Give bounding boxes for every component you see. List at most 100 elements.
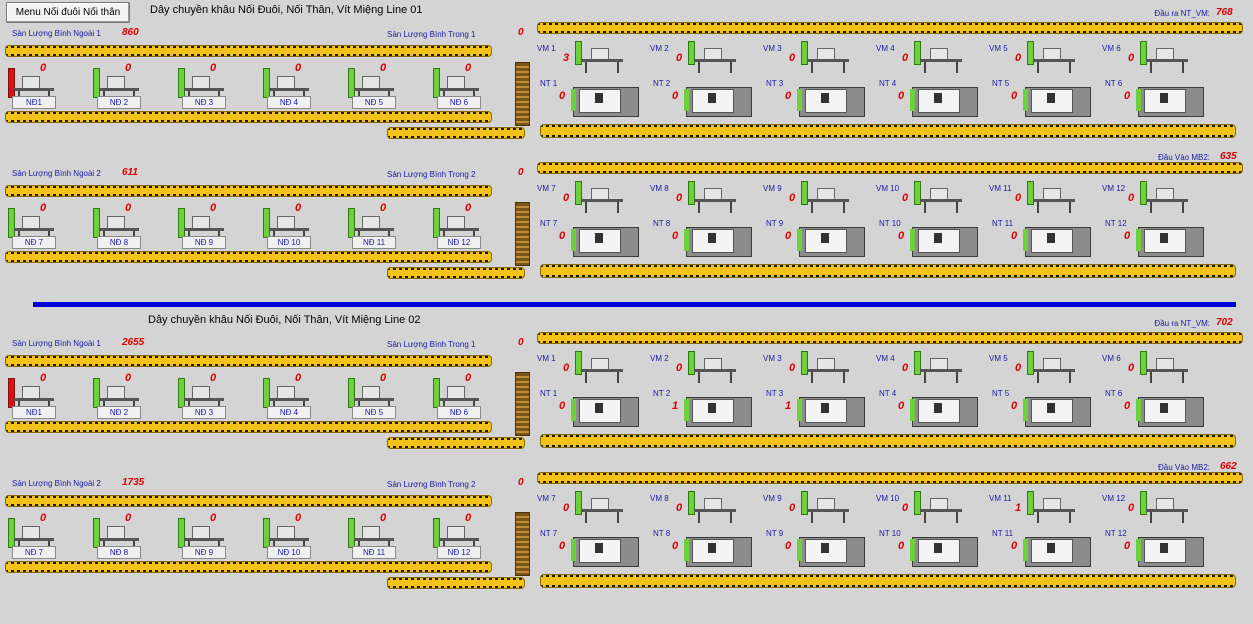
vm-machine[interactable] xyxy=(801,491,851,525)
machine-leg xyxy=(617,512,619,523)
nt-label: NT 4 xyxy=(879,79,897,88)
nt-machine[interactable] xyxy=(567,85,639,117)
nt-machine[interactable] xyxy=(567,225,639,257)
nd-machine[interactable]: NĐ 12 xyxy=(433,518,483,559)
nt-machine[interactable] xyxy=(793,395,865,427)
nt-label: NT 3 xyxy=(766,79,784,88)
nt-machine[interactable] xyxy=(1132,535,1204,567)
vm-counter: 0 xyxy=(563,362,570,374)
vm-machine[interactable] xyxy=(1027,181,1077,215)
vm-machine[interactable] xyxy=(1140,41,1190,75)
nd-machine[interactable]: NĐ 11 xyxy=(348,518,398,559)
nd-machine[interactable]: NĐ 11 xyxy=(348,208,398,249)
press-knob-icon xyxy=(595,543,603,553)
inner-output-value: 0 xyxy=(518,337,524,348)
nt-machine[interactable] xyxy=(1132,225,1204,257)
vm-machine[interactable] xyxy=(688,351,738,385)
nt-machine[interactable] xyxy=(793,535,865,567)
nt-label: NT 9 xyxy=(766,219,784,228)
vm-machine[interactable] xyxy=(914,351,964,385)
nd-machine[interactable]: NĐ 4 xyxy=(263,68,313,109)
nd-machine[interactable]: NĐ1 xyxy=(8,378,58,419)
status-post-icon xyxy=(688,181,695,205)
nt-machine[interactable] xyxy=(1019,535,1091,567)
nd-machine[interactable]: NĐ 5 xyxy=(348,68,398,109)
nt-machine[interactable] xyxy=(1132,85,1204,117)
nd-machine[interactable]: NĐ 3 xyxy=(178,68,228,109)
vm-machine[interactable] xyxy=(914,491,964,525)
nt-machine[interactable] xyxy=(793,225,865,257)
nt-machine[interactable] xyxy=(1019,395,1091,427)
nt-machine[interactable] xyxy=(906,225,978,257)
machine-leg xyxy=(956,372,958,383)
status-post-icon xyxy=(263,378,270,408)
nt-machine[interactable] xyxy=(793,85,865,117)
vm-machine[interactable] xyxy=(1027,41,1077,75)
nd-machine[interactable]: NĐ 2 xyxy=(93,68,143,109)
vm-machine[interactable] xyxy=(1140,181,1190,215)
vm-machine[interactable] xyxy=(801,351,851,385)
nd-machine[interactable]: NĐ 10 xyxy=(263,518,313,559)
nd-machine[interactable]: NĐ 6 xyxy=(433,378,483,419)
nd-machine[interactable]: NĐ 7 xyxy=(8,518,58,559)
conveyor-inner xyxy=(5,111,492,123)
vm-machine[interactable] xyxy=(801,41,851,75)
machine-leg xyxy=(811,62,813,73)
nd-machine[interactable]: NĐ 3 xyxy=(178,378,228,419)
nt-machine[interactable] xyxy=(680,535,752,567)
nd-machine[interactable]: NĐ 7 xyxy=(8,208,58,249)
nt-counter: 1 xyxy=(785,400,792,412)
vm-machine[interactable] xyxy=(1140,351,1190,385)
nd-machine[interactable]: NĐ 8 xyxy=(93,208,143,249)
vm-machine[interactable] xyxy=(688,181,738,215)
nt-machine[interactable] xyxy=(567,395,639,427)
nd-machine[interactable]: NĐ 5 xyxy=(348,378,398,419)
nt-machine[interactable] xyxy=(567,535,639,567)
status-post-icon xyxy=(684,229,689,251)
nt-machine[interactable] xyxy=(680,85,752,117)
vm-machine[interactable] xyxy=(575,181,625,215)
nt-machine[interactable] xyxy=(1019,225,1091,257)
nd-machine[interactable]: NĐ 2 xyxy=(93,378,143,419)
nd-label: NĐ 11 xyxy=(352,236,396,249)
nt-machine[interactable] xyxy=(1019,85,1091,117)
nt-machine[interactable] xyxy=(680,225,752,257)
nd-machine[interactable]: NĐ 9 xyxy=(178,518,228,559)
machine-leg xyxy=(1182,202,1184,213)
vm-machine[interactable] xyxy=(1140,491,1190,525)
vm-machine[interactable] xyxy=(914,41,964,75)
machine-table xyxy=(184,88,224,91)
status-post-icon xyxy=(433,378,440,408)
nd-machine[interactable]: NĐ 4 xyxy=(263,378,313,419)
nt-machine[interactable] xyxy=(680,395,752,427)
vm-machine[interactable] xyxy=(1027,491,1077,525)
nd-machine[interactable]: NĐ 6 xyxy=(433,68,483,109)
nd-machine[interactable]: NĐ 9 xyxy=(178,208,228,249)
press-window xyxy=(805,399,847,423)
status-post-icon xyxy=(8,208,15,238)
vm-machine[interactable] xyxy=(801,181,851,215)
nd-machine[interactable]: NĐ1 xyxy=(8,68,58,109)
nd-machine[interactable]: NĐ 8 xyxy=(93,518,143,559)
menu-noi-duoi-noi-than-button[interactable]: Menu Nối đuôi Nối thân xyxy=(6,2,130,23)
nt-machine[interactable] xyxy=(906,535,978,567)
nt-machine[interactable] xyxy=(1132,395,1204,427)
nd-machine[interactable]: NĐ 12 xyxy=(433,208,483,249)
nd-machine[interactable]: NĐ 10 xyxy=(263,208,313,249)
machine-table xyxy=(807,59,849,62)
vm-machine[interactable] xyxy=(914,181,964,215)
nd-label: NĐ 8 xyxy=(97,236,141,249)
vm-machine[interactable] xyxy=(575,41,625,75)
nt-machine[interactable] xyxy=(906,85,978,117)
vm-machine[interactable] xyxy=(688,41,738,75)
machine-leg xyxy=(956,202,958,213)
vm-machine[interactable] xyxy=(688,491,738,525)
machine-table xyxy=(920,59,962,62)
vm-machine[interactable] xyxy=(575,491,625,525)
status-post-icon xyxy=(688,491,695,515)
press-knob-icon xyxy=(934,403,942,413)
nt-machine[interactable] xyxy=(906,395,978,427)
machine-table xyxy=(1146,199,1188,202)
vm-machine[interactable] xyxy=(575,351,625,385)
vm-machine[interactable] xyxy=(1027,351,1077,385)
